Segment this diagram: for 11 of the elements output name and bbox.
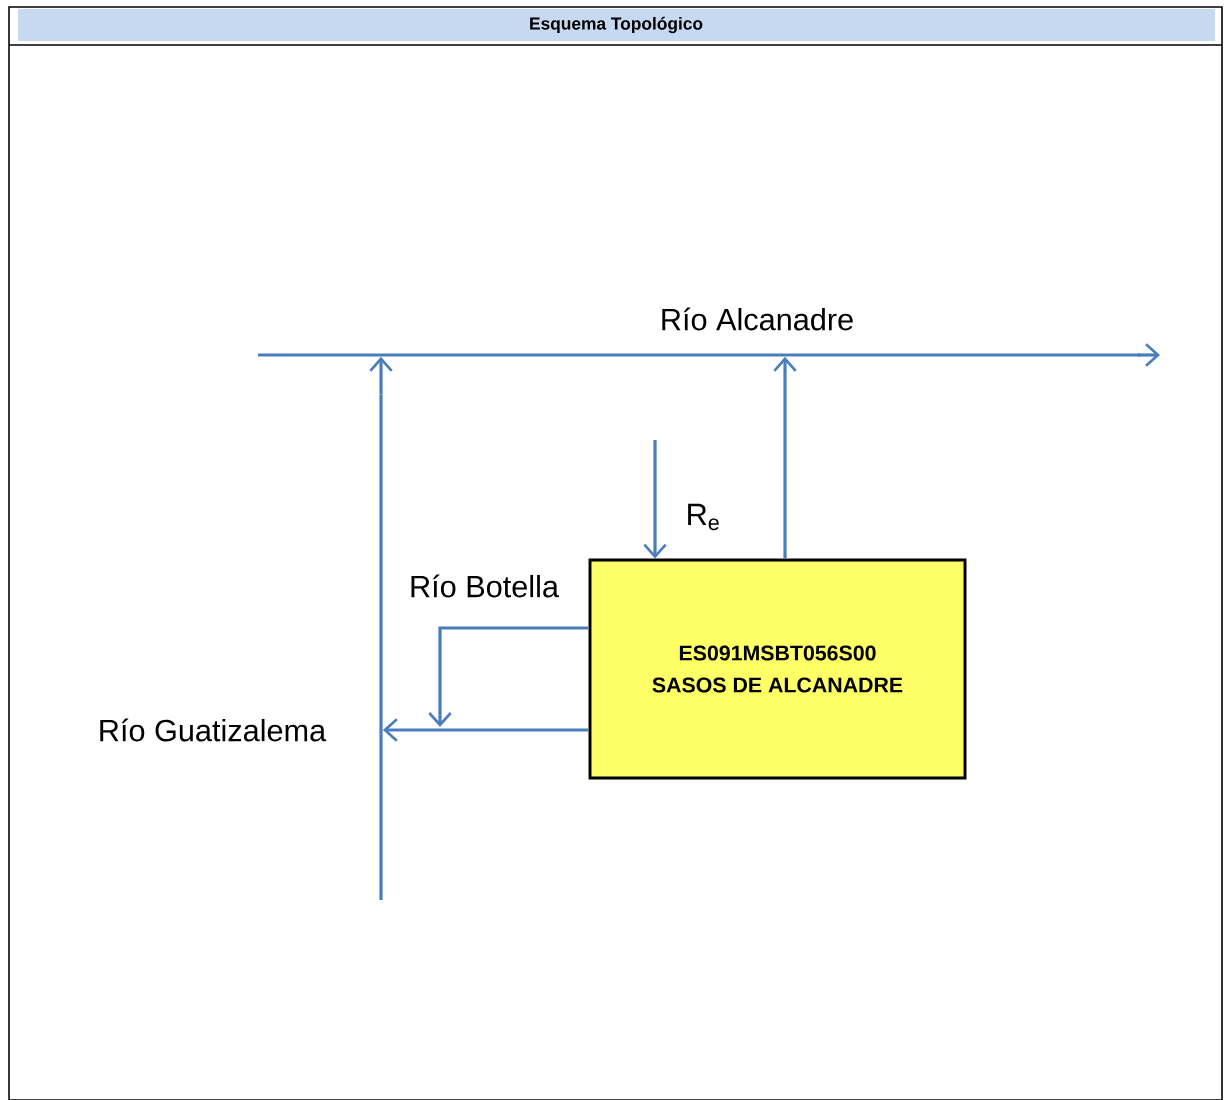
arrow <box>428 626 589 727</box>
arrow <box>369 356 393 395</box>
edge-label: Río Botella <box>407 573 561 599</box>
edge-label: R$_{e}$ <box>684 502 722 532</box>
river-label: Río Alcanadre <box>662 307 853 331</box>
arrow <box>773 356 797 559</box>
arrow <box>382 718 589 742</box>
river-label: Río Guatizalema <box>100 718 327 742</box>
arrow <box>643 440 667 559</box>
header-bar: Esquema Topológico <box>18 9 1215 41</box>
aquifer-box: ES091MSBT056S00 SASOS DE ALCANADRE <box>588 558 967 780</box>
